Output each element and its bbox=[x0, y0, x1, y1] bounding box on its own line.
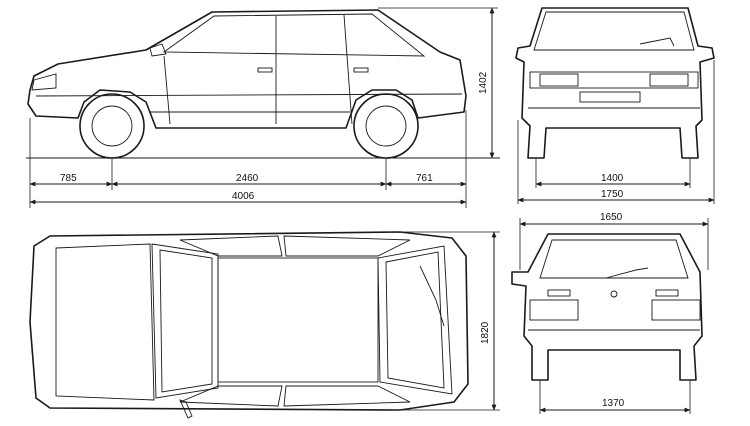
side-dimensions: 785 2460 761 4006 1402 bbox=[29, 7, 498, 208]
front-overhang-label: 785 bbox=[60, 173, 77, 184]
top-view bbox=[29, 231, 469, 419]
overall-width-front-label: 1750 bbox=[601, 189, 624, 200]
rear-track-label: 1370 bbox=[602, 398, 625, 409]
rear-overhang-label: 761 bbox=[416, 173, 433, 184]
overall-length-label: 4006 bbox=[232, 191, 255, 202]
front-view bbox=[515, 7, 715, 159]
front-track-label: 1400 bbox=[601, 173, 624, 184]
overall-height-label: 1402 bbox=[478, 71, 489, 94]
wheelbase-label: 2460 bbox=[236, 173, 259, 184]
rear-top-width-label: 1650 bbox=[600, 212, 623, 223]
rear-dimensions: 1650 1370 bbox=[519, 212, 709, 414]
top-dimensions: 1820 bbox=[400, 231, 500, 411]
body-width-label: 1820 bbox=[480, 321, 491, 344]
front-dimensions: 1400 1750 bbox=[517, 60, 715, 204]
rear-view bbox=[511, 233, 703, 381]
side-view bbox=[27, 9, 467, 159]
